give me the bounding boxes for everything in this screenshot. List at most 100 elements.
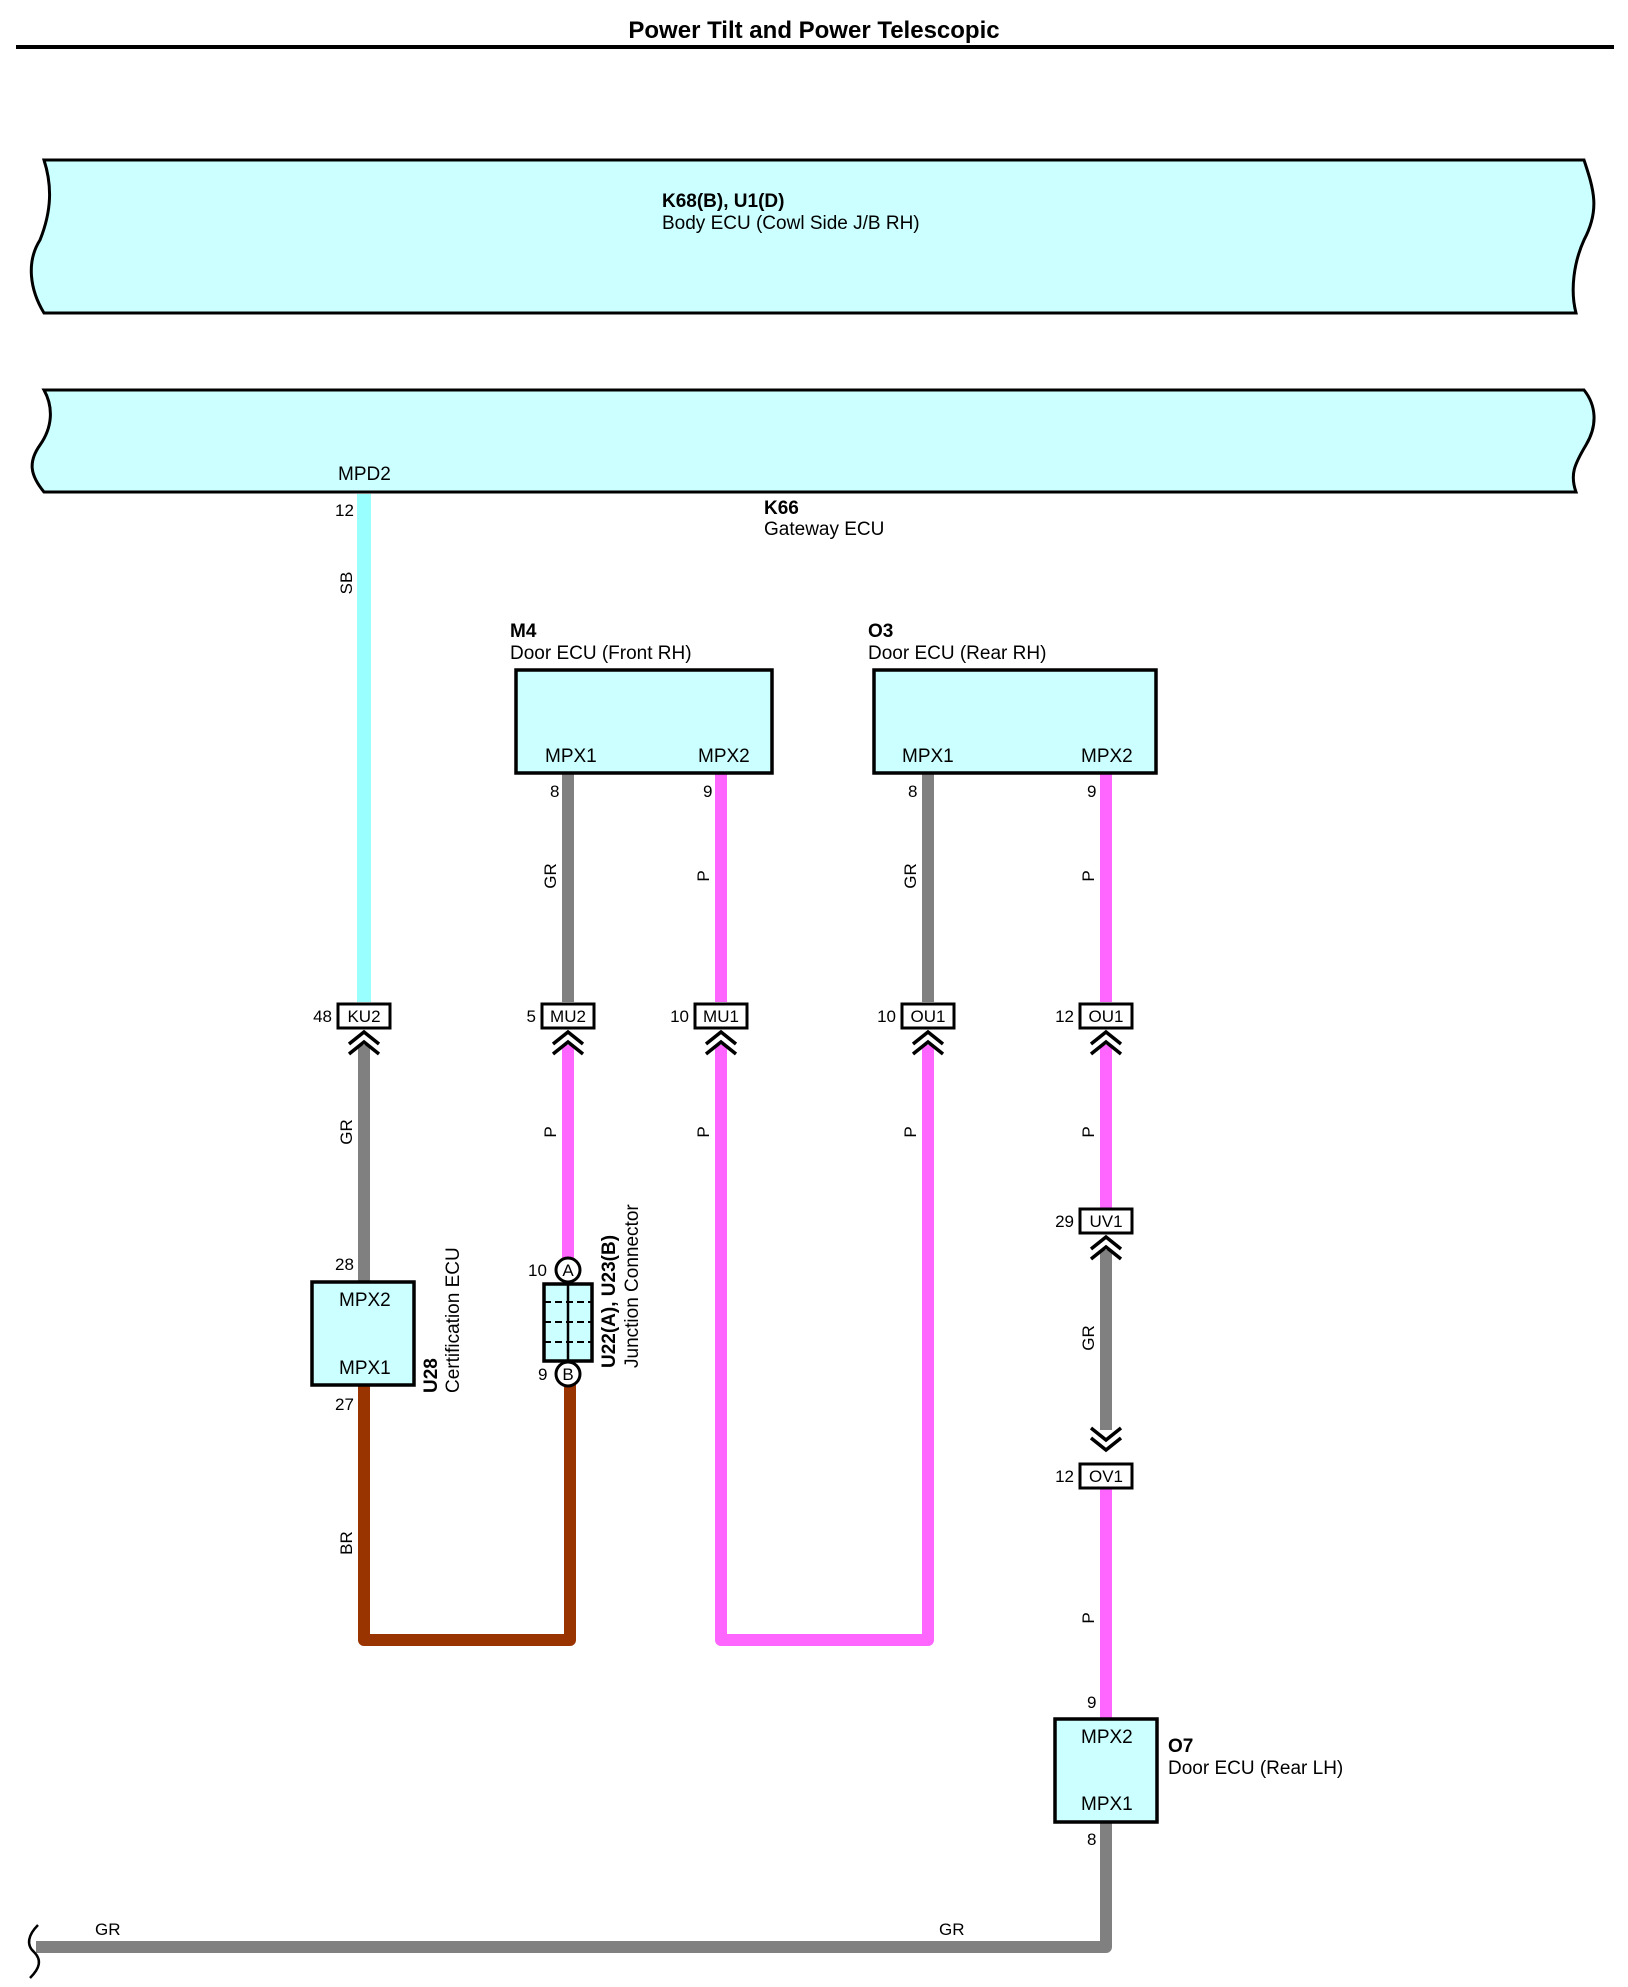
junction-pin-b-num: 9	[538, 1365, 547, 1384]
connector-uv1-box	[1078, 1207, 1134, 1235]
junction-pin-b-circle	[554, 1360, 582, 1388]
label-fr-mpx2: P	[694, 870, 713, 881]
door-rl-pin-top-num: 9	[1087, 1693, 1096, 1712]
door-rl-name: Door ECU (Rear LH)	[1168, 1758, 1343, 1779]
connector-ov1: 12 OV1	[1055, 1426, 1134, 1490]
connector-ov1-id: OV1	[1089, 1467, 1123, 1486]
label-ov1-down: P	[1079, 1612, 1098, 1623]
connector-ou1a-chevron-icon	[911, 1029, 945, 1056]
label-bottom-right: GR	[939, 1920, 965, 1939]
connector-ku2-chevron-icon	[347, 1029, 381, 1056]
wire-bottom-gr	[36, 1822, 1112, 1953]
door-ecu-rear-rh: O3 Door ECU (Rear RH) MPX1 MPX2 8 9	[868, 621, 1158, 801]
connector-mu1-box	[693, 1002, 749, 1030]
label-fr-mpx1: GR	[541, 863, 560, 889]
wire-br	[358, 1385, 576, 1646]
gateway-ecu-band	[30, 388, 1596, 494]
label-mu2-down: P	[541, 1126, 560, 1137]
junction-pin-a-letter: A	[562, 1261, 574, 1280]
gateway-pin-name: MPD2	[338, 464, 391, 485]
cert-pin-top-num: 28	[335, 1255, 354, 1274]
wire-labels: SB GR P GR P GR P P P P GR P BR GR GR	[95, 572, 1098, 1939]
door-rl-pin-bottom-name: MPX1	[1081, 1794, 1133, 1815]
label-ou1b-down: P	[1079, 1126, 1098, 1137]
door-rl-code: O7	[1168, 1736, 1193, 1757]
connector-ou1a-box	[900, 1002, 956, 1030]
label-uv1-down: GR	[1079, 1325, 1098, 1351]
door-fr-code: M4	[510, 621, 537, 642]
cert-ecu-box	[310, 1280, 416, 1387]
connector-ou1a-id: OU1	[911, 1007, 946, 1026]
door-fr-pin1-num: 8	[550, 782, 559, 801]
connector-ku2: 48 KU2	[313, 1002, 392, 1056]
connector-mu2-pin: 5	[527, 1007, 536, 1026]
label-bottom-left: GR	[95, 1920, 121, 1939]
junction-pin-a-num: 10	[528, 1261, 547, 1280]
door-rr-box	[872, 668, 1158, 775]
connector-mu1-chevron-icon	[704, 1029, 738, 1056]
door-fr-name: Door ECU (Front RH)	[510, 643, 692, 664]
label-rr-mpx2: P	[1079, 870, 1098, 881]
connector-ou1b-chevron-icon	[1089, 1029, 1123, 1056]
connector-uv1-pin: 29	[1055, 1212, 1074, 1231]
connector-mu1-id: MU1	[703, 1007, 739, 1026]
connector-ku2-box	[336, 1002, 392, 1030]
cert-ecu-code: U28	[421, 1358, 442, 1393]
connector-mu2-id: MU2	[550, 1007, 586, 1026]
connector-uv1-id: UV1	[1089, 1212, 1122, 1231]
door-rl-pin-bottom-num: 8	[1087, 1830, 1096, 1849]
label-mu1-down: P	[694, 1126, 713, 1137]
junction-name: Junction Connector	[622, 1204, 643, 1368]
gateway-ecu-name: Gateway ECU	[764, 519, 884, 540]
connector-uv1-chevron-icon	[1089, 1234, 1123, 1261]
label-rr-mpx1: GR	[901, 863, 920, 889]
cert-pin-bottom-num: 27	[335, 1395, 354, 1414]
page-title: Power Tilt and Power Telescopic	[628, 17, 999, 44]
gateway-ecu-code: K66	[764, 498, 799, 519]
connector-mu1: 10 MU1	[670, 1002, 749, 1056]
door-ecu-front-rh: M4 Door ECU (Front RH) MPX1 MPX2 8 9	[510, 621, 774, 801]
gateway-pin-num: 12	[335, 501, 354, 520]
door-rr-pin1-name: MPX1	[902, 746, 954, 767]
junction-pin-a-circle	[554, 1256, 582, 1284]
door-fr-pin1-name: MPX1	[545, 746, 597, 767]
connector-ov1-box	[1078, 1462, 1134, 1490]
door-rl-box	[1053, 1717, 1159, 1824]
connector-mu2: 5 MU2	[527, 1002, 596, 1056]
door-fr-pin2-name: MPX2	[698, 746, 750, 767]
door-ecu-rear-lh: 9 MPX2 MPX1 8 O7 Door ECU (Rear LH)	[1053, 1693, 1343, 1849]
door-fr-box	[514, 668, 774, 775]
door-fr-pin2-num: 9	[703, 782, 712, 801]
cert-pin-bottom-name: MPX1	[339, 1358, 391, 1379]
connector-ou1b-pin: 12	[1055, 1007, 1074, 1026]
connector-ou1b-box	[1078, 1002, 1134, 1030]
door-rr-pin2-name: MPX2	[1081, 746, 1133, 767]
label-cert-br: BR	[337, 1531, 356, 1555]
door-rr-pin2-num: 9	[1087, 782, 1096, 801]
connector-ou1b-id: OU1	[1089, 1007, 1124, 1026]
junction-code: U22(A), U23(B)	[599, 1235, 620, 1368]
connector-uv1: 29 UV1	[1055, 1207, 1134, 1261]
connector-ou1-b: 12 OU1	[1055, 1002, 1134, 1056]
door-rr-pin1-num: 8	[908, 782, 917, 801]
body-ecu-name: Body ECU (Cowl Side J/B RH)	[662, 213, 920, 234]
cert-pin-top-name: MPX2	[339, 1290, 391, 1311]
door-rl-pin-top-name: MPX2	[1081, 1727, 1133, 1748]
certification-ecu: 28 MPX2 MPX1 27 U28 Certification ECU	[310, 1247, 464, 1414]
connector-ou1a-pin: 10	[877, 1007, 896, 1026]
label-ou1a-down: P	[901, 1126, 920, 1137]
cert-ecu-name: Certification ECU	[443, 1247, 464, 1393]
bottom-break-mark	[27, 1924, 41, 1979]
wire-mu1-ou1-loop	[715, 1045, 934, 1646]
body-ecu-band	[29, 158, 1596, 315]
door-rr-code: O3	[868, 621, 893, 642]
connector-ou1-a: 10 OU1	[877, 1002, 956, 1056]
body-ecu-code: K68(B), U1(D)	[662, 191, 784, 212]
label-gw-sb: SB	[337, 572, 356, 595]
connector-mu1-pin: 10	[670, 1007, 689, 1026]
wires	[36, 494, 1112, 1953]
connector-mu2-box	[540, 1002, 596, 1030]
junction-connector: 10 A 9 B U22(A), U23(B) Junction Connect…	[528, 1204, 643, 1388]
connector-ku2-pin: 48	[313, 1007, 332, 1026]
